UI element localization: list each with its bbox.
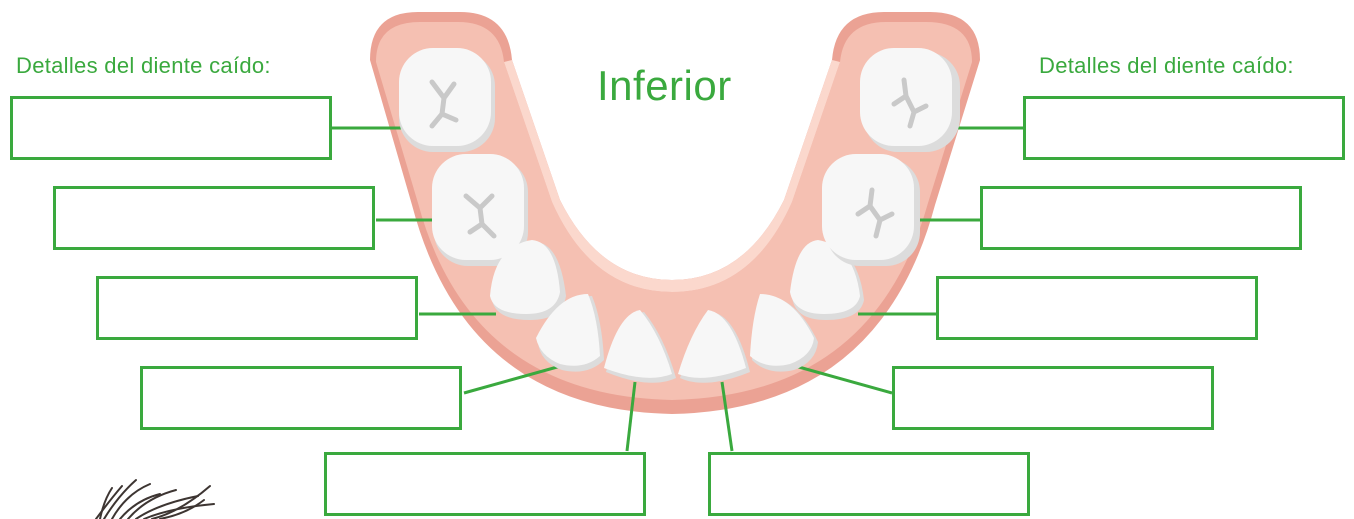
field-left-central-incisor[interactable] [324, 452, 646, 516]
hair-tuft-icon [96, 480, 214, 519]
field-left-molar-2[interactable] [10, 96, 332, 160]
field-left-canine[interactable] [96, 276, 418, 340]
tooth-right-molar-1 [822, 154, 920, 266]
field-right-canine[interactable] [936, 276, 1258, 340]
field-right-central-incisor[interactable] [708, 452, 1030, 516]
tooth-left-molar-2 [399, 48, 495, 152]
tooth-right-molar-2 [860, 48, 960, 152]
field-right-lateral-incisor[interactable] [892, 366, 1214, 430]
field-left-lateral-incisor[interactable] [140, 366, 462, 430]
field-left-molar-1[interactable] [53, 186, 375, 250]
left-heading: Detalles del diente caído: [16, 53, 271, 79]
jaw-title: Inferior [597, 62, 732, 110]
field-right-molar-2[interactable] [1023, 96, 1345, 160]
right-heading: Detalles del diente caído: [1039, 53, 1294, 79]
field-right-molar-1[interactable] [980, 186, 1302, 250]
